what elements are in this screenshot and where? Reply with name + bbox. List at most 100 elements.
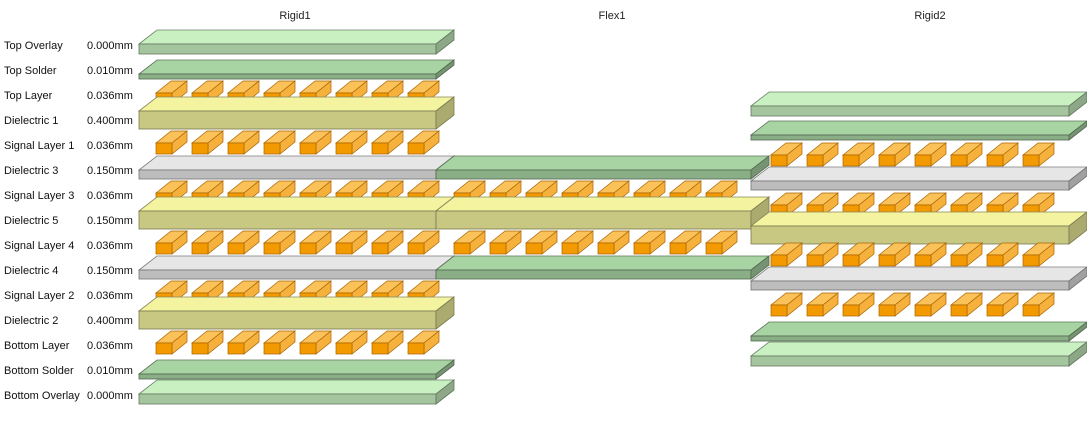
layer-name: Dielectric 1 (4, 115, 59, 127)
layer-name: Top Overlay (4, 40, 63, 52)
layer-thickness: 0.036mm (87, 140, 133, 152)
copper-trace (155, 130, 188, 155)
rigid2-slab-dielectric-core (749, 211, 1087, 245)
layer-name: Top Solder (4, 65, 57, 77)
copper-trace (191, 230, 224, 255)
copper-trace (914, 142, 947, 167)
copper-trace (299, 230, 332, 255)
layer-name: Dielectric 4 (4, 265, 59, 277)
copper-trace (986, 192, 1019, 217)
copper-trace (299, 130, 332, 155)
copper-trace (842, 142, 875, 167)
copper-trace (227, 230, 260, 255)
copper-trace (191, 130, 224, 155)
copper-trace (371, 230, 404, 255)
copper-trace (597, 230, 630, 255)
layer-name: Bottom Overlay (4, 390, 80, 402)
copper-trace (770, 242, 803, 267)
copper-trace (263, 230, 296, 255)
layer-row: Top Layer 0.036mm (4, 89, 138, 103)
layer-slab-overlay (137, 379, 456, 405)
copper-trace (335, 130, 368, 155)
copper-trace (371, 130, 404, 155)
layer-thickness: 0.036mm (87, 90, 133, 102)
copper-trace (770, 292, 803, 317)
copper-trace (371, 330, 404, 355)
layer-slab-solder (137, 59, 456, 80)
layer-slab-dielectric-prepreg (137, 155, 456, 180)
layer-thickness: 0.036mm (87, 340, 133, 352)
layer-row: Dielectric 4 0.150mm (4, 264, 138, 278)
copper-trace (335, 230, 368, 255)
copper-trace (986, 242, 1019, 267)
copper-trace (227, 130, 260, 155)
layer-name: Signal Layer 2 (4, 290, 75, 302)
layer-thickness: 0.150mm (87, 165, 133, 177)
copper-trace (407, 230, 440, 255)
layer-slab-dielectric-core (137, 196, 456, 230)
layer-row: Dielectric 3 0.150mm (4, 164, 138, 178)
copper-trace (806, 242, 839, 267)
copper-trace (191, 330, 224, 355)
copper-trace (950, 192, 983, 217)
layer-row: Signal Layer 2 0.036mm (4, 289, 138, 303)
flex-slab-dielectric-core (434, 196, 771, 230)
rigid2-slab-dielectric-prepreg (749, 266, 1087, 291)
layer-slab-dielectric-core (137, 96, 456, 130)
copper-trace (155, 330, 188, 355)
copper-trace (806, 292, 839, 317)
layer-thickness: 0.400mm (87, 315, 133, 327)
layer-thickness: 0.000mm (87, 40, 133, 52)
layer-name: Dielectric 3 (4, 165, 59, 177)
copper-trace (407, 130, 440, 155)
copper-trace (1022, 242, 1055, 267)
region-title-rigid2: Rigid2 (914, 10, 946, 22)
layer-thickness: 0.150mm (87, 265, 133, 277)
copper-trace (914, 292, 947, 317)
copper-trace (950, 292, 983, 317)
region-title-rigid1: Rigid1 (279, 10, 311, 22)
copper-trace (806, 142, 839, 167)
copper-trace (950, 142, 983, 167)
copper-trace (986, 142, 1019, 167)
copper-trace (878, 142, 911, 167)
copper-trace (806, 192, 839, 217)
copper-trace (705, 230, 738, 255)
flex-slab-dielectric-prepreg (434, 155, 771, 180)
copper-trace (489, 230, 522, 255)
layer-row: Dielectric 1 0.400mm (4, 114, 138, 128)
copper-trace (227, 330, 260, 355)
copper-trace (453, 230, 486, 255)
copper-trace (842, 242, 875, 267)
copper-trace (263, 330, 296, 355)
layer-slab-dielectric-prepreg (137, 255, 456, 280)
layer-slab-overlay (137, 29, 456, 55)
region-title-flex1: Flex1 (598, 10, 626, 22)
copper-trace (950, 242, 983, 267)
layer-slab-solder (137, 359, 456, 380)
layer-row: Top Overlay 0.000mm (4, 39, 138, 53)
layer-thickness: 0.400mm (87, 115, 133, 127)
copper-trace (263, 130, 296, 155)
copper-trace (1022, 142, 1055, 167)
rigid2-slab-overlay (749, 341, 1087, 367)
copper-trace (561, 230, 594, 255)
layer-name: Top Layer (4, 90, 53, 102)
copper-trace (986, 292, 1019, 317)
copper-trace (299, 330, 332, 355)
layer-thickness: 0.036mm (87, 290, 133, 302)
copper-trace (633, 230, 666, 255)
layer-name: Bottom Layer (4, 340, 70, 352)
copper-trace (878, 292, 911, 317)
layer-thickness: 0.010mm (87, 365, 133, 377)
layer-thickness: 0.036mm (87, 240, 133, 252)
layer-slab-dielectric-core (137, 296, 456, 330)
